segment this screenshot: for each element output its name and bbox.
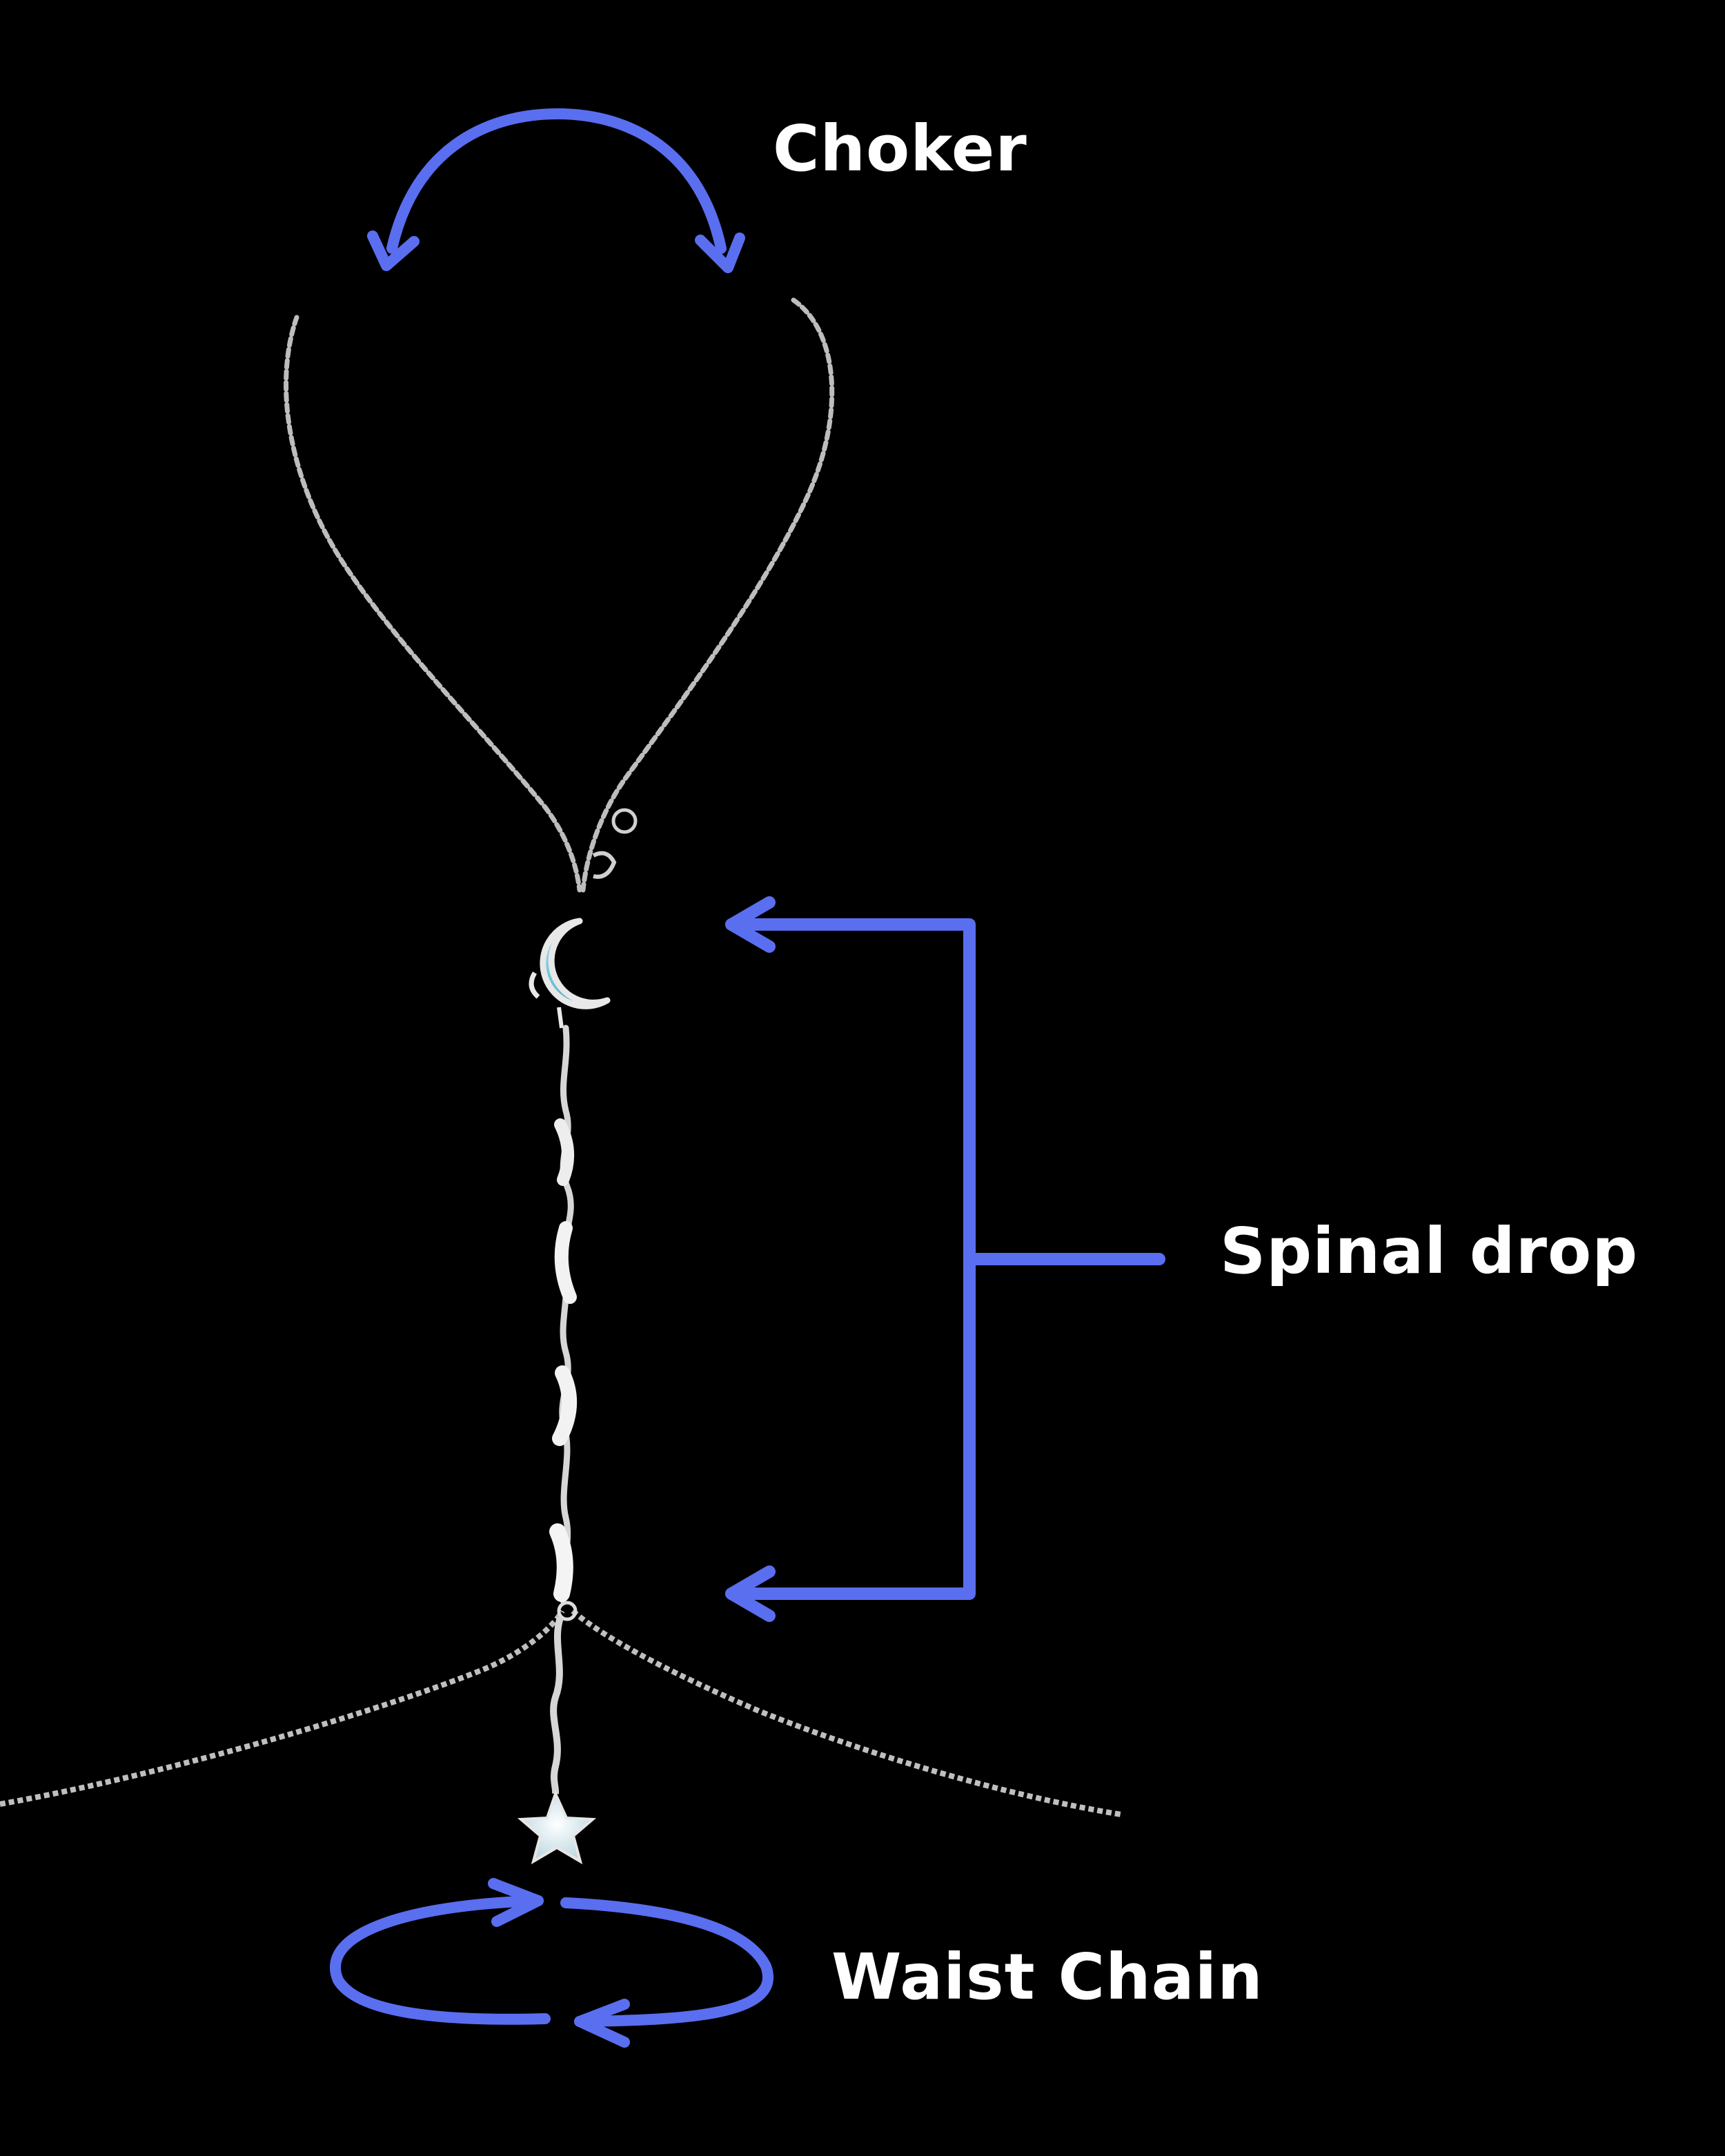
spinal-drop-bracket-icon <box>725 896 1165 1622</box>
waist-chain-label: Waist Chain <box>831 1940 1263 2014</box>
spinal-drop-chain <box>549 1025 578 1604</box>
moon-charm-icon <box>529 918 611 1029</box>
star-charm-icon <box>517 1790 597 1865</box>
spinal-drop-label: Spinal drop <box>1220 1214 1639 1288</box>
waist-chain-loop-icon <box>329 1878 773 2048</box>
choker-label: Choker <box>773 112 1027 186</box>
lower-drop <box>517 1616 597 1865</box>
choker-chain <box>284 297 835 893</box>
choker-arrow-icon <box>367 108 745 273</box>
waist-chain <box>0 1601 1122 1817</box>
